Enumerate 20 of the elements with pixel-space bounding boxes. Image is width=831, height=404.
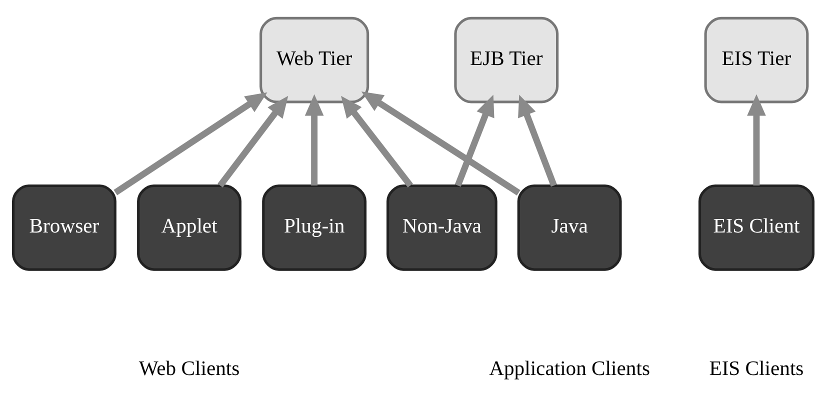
arrow bbox=[341, 95, 413, 188]
arrow bbox=[218, 95, 288, 187]
arrow bbox=[747, 94, 766, 186]
node-box: Web Tier bbox=[260, 16, 370, 103]
arrow bbox=[114, 92, 268, 195]
label: EIS Clients bbox=[709, 357, 804, 380]
arrow bbox=[361, 90, 520, 196]
node-box: EJB Tier bbox=[454, 16, 559, 103]
node-box: EIS Tier bbox=[704, 16, 809, 103]
label: Web Clients bbox=[138, 357, 240, 380]
node-box: Browser bbox=[12, 184, 116, 270]
node-box: Java bbox=[517, 184, 622, 270]
node-box: Plug-in bbox=[262, 184, 367, 270]
arrow bbox=[518, 94, 557, 186]
arrow bbox=[304, 94, 324, 186]
label: Application Clients bbox=[489, 357, 650, 380]
arrow bbox=[454, 94, 494, 186]
node-box: Non-Java bbox=[386, 184, 498, 270]
node-box: EIS Client bbox=[698, 184, 814, 270]
node-box: Applet bbox=[137, 184, 242, 270]
